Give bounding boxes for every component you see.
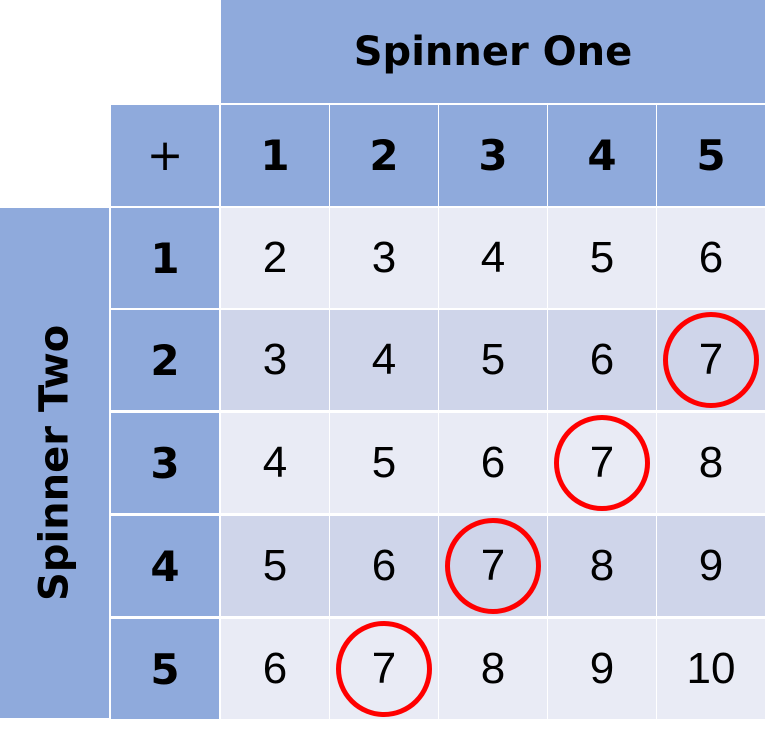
table-cell: 8	[548, 516, 656, 616]
table-cell: 8	[439, 619, 547, 719]
table-cell: 6	[548, 310, 656, 410]
table-cell: 3	[221, 310, 329, 410]
row-header-3: 3	[111, 413, 219, 513]
table-cell: 10	[657, 619, 765, 719]
table-cell: 8	[657, 413, 765, 513]
row-header-5: 5	[111, 619, 219, 719]
col-header-5: 5	[657, 105, 765, 206]
row-header-2: 2	[111, 310, 219, 410]
table-cell: 4	[330, 310, 438, 410]
table-cell: 6	[657, 208, 765, 308]
table-cell: 3	[330, 208, 438, 308]
spinner-two-title: Spinner Two	[0, 208, 109, 718]
table-cell: 6	[439, 413, 547, 513]
table-cell: 7	[548, 413, 656, 513]
table-cell: 7	[439, 516, 547, 616]
table-cell: 9	[548, 619, 656, 719]
spinner-one-title: Spinner One	[221, 0, 765, 103]
table-cell: 5	[439, 310, 547, 410]
table-cell: 9	[657, 516, 765, 616]
col-header-3: 3	[439, 105, 547, 206]
table-cell: 5	[330, 413, 438, 513]
table-cell: 4	[221, 413, 329, 513]
table-cell: 7	[330, 619, 438, 719]
row-header-1: 1	[111, 208, 219, 308]
col-header-2: 2	[330, 105, 438, 206]
table-cell: 6	[330, 516, 438, 616]
table-cell: 5	[221, 516, 329, 616]
row-header-4: 4	[111, 516, 219, 616]
table-cell: 7	[657, 310, 765, 410]
table-cell: 2	[221, 208, 329, 308]
table-cell: 6	[221, 619, 329, 719]
table-cell: 4	[439, 208, 547, 308]
plus-corner: +	[111, 105, 219, 206]
table-cell: 5	[548, 208, 656, 308]
col-header-1: 1	[221, 105, 329, 206]
col-header-4: 4	[548, 105, 656, 206]
